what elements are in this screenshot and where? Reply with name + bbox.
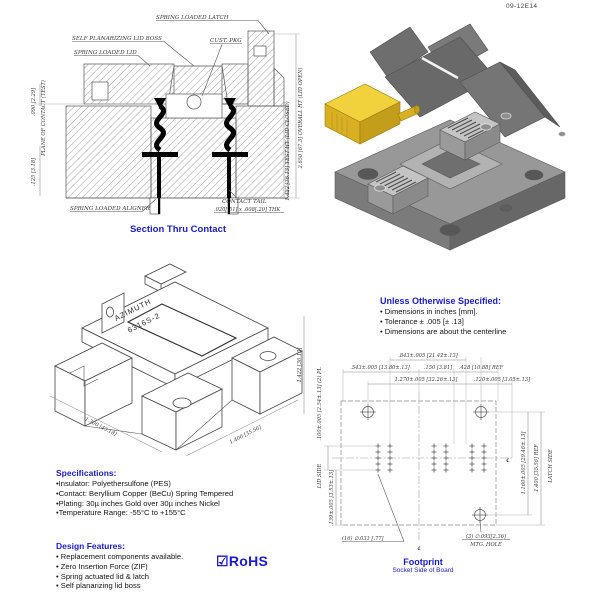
iso-dim-height: 1.422 [36.13] [297, 348, 303, 383]
dim-120: .120±.005 [3.05±.13] [474, 377, 530, 383]
specifications-title: Specifications: [56, 468, 117, 478]
iso-dim-right: 1.400 [35.56] [229, 425, 263, 446]
holes-3-label: (3) ∅.093[2.36] [466, 533, 506, 540]
section-view-drawing: .090 [2.29] PLANE OF CONTACT (TEST) .125… [31, 15, 304, 235]
dim-543: .543±.005 [13.80±.13] [350, 365, 410, 371]
footprint-caption-sub: Socket Side of Board [392, 567, 454, 574]
specifications-block: Specifications: •Insulator: Polyethersul… [56, 468, 233, 518]
contact-tail-dim: .020[.51] x .008[.20] THK [214, 207, 281, 213]
holes-16-label: (16) ∅.031 [.77] [342, 535, 384, 542]
notes-title: Unless Otherwise Specified: [380, 296, 502, 306]
dim-150: .150 [3.81] [424, 365, 452, 371]
spec-item: •Temperature Range: -55°C to +155°C [56, 508, 186, 518]
lid-side-label: LID SIDE [317, 464, 323, 490]
boss-label: SELF PLANARIZING LID BOSS [72, 36, 162, 42]
footprint-caption-title: Footprint [403, 557, 443, 567]
centerline-symbol: ℄ [506, 458, 510, 464]
dim-125-label: .125 [3.18] [31, 158, 37, 186]
section-body-hatched [65, 30, 289, 215]
device-package-yellow [324, 83, 420, 145]
dim-428: .428 [10.88] REF [459, 365, 504, 371]
centerline-symbol: ℄ [417, 546, 421, 552]
footprint-bottom-labels: (16) ∅.031 [.77] (3) ∅.093[2.36] MTG. HO… [342, 473, 510, 552]
feature-item: • Replacement components available. [56, 552, 184, 561]
dim-139: .139±.005 [3.53±.13] [329, 470, 335, 526]
lid-label: SPRING LOADED LID [74, 50, 137, 56]
footprint-left-dimensions: .100±.005 [2.54±.13] (2) PL LID SIDE .13… [316, 367, 376, 526]
contact-tail-label: CONTACT TAIL [222, 199, 267, 205]
doc-number: 09-12E14 [506, 3, 538, 10]
section-right-dimensions: 1.422 [36.13] TEST HT (LID CLOSED) 2.650… [274, 33, 304, 201]
mtg-hole-label: MTG. HOLE [469, 542, 502, 548]
iso-view-drawing: AZIMUTH 6316S-2 1.700 [43.18] 1.400 [35.… [50, 263, 305, 457]
footprint-top-dimensions: .843±.005 [21.42±.13] .543±.005 [13.80±.… [342, 353, 530, 458]
spec-item: •Contact: Beryllium Copper (BeCu) Spring… [56, 488, 234, 498]
design-features-title: Design Features: [56, 541, 125, 551]
note-item: • Dimensions in inches [mm]. [380, 307, 478, 316]
spec-item: •Plating: 30µ inches Gold over 30µ inche… [56, 498, 220, 508]
contact-hole-grid [375, 443, 487, 473]
design-features-block: Design Features: • Replacement component… [56, 541, 183, 591]
footprint-outline [340, 400, 497, 526]
dim-1400: 1.400 [35.56] REF [534, 444, 540, 492]
notes-block: Unless Otherwise Specified: • Dimensions… [380, 296, 506, 336]
test-ht-label: 1.422 [36.13] TEST HT (LID CLOSED) [284, 101, 291, 200]
latch-label: SPRING LOADED LATCH [156, 15, 229, 21]
footprint-right-dimensions: 1.160±.005 [29.46±.13] 1.400 [35.56] REF… [486, 411, 554, 526]
plane-of-contact-label: PLANE OF CONTACT (TEST) [40, 80, 47, 157]
dim-plane-label: .090 [2.29] [31, 88, 37, 116]
feature-item: • Zero Insertion Force (ZIF) [56, 561, 148, 571]
feature-item: • Spring actuated lid & latch [56, 571, 149, 581]
footprint-caption: Footprint Socket Side of Board [348, 557, 498, 574]
dim-1160: 1.160±.005 [29.46±.13] [521, 432, 527, 495]
note-item: • Tolerance ± .005 [± .13] [380, 316, 464, 326]
iso-socket-outline [54, 263, 303, 451]
spec-item: •Insulator: Polyethersulfone (PES) [56, 479, 171, 488]
section-callouts: SPRING LOADED LATCH SELF PLANARIZING LID… [70, 15, 284, 213]
footprint-drawing: .843±.005 [21.42±.13] .543±.005 [13.80±.… [316, 353, 554, 552]
dim-100: .100±.005 [2.54±.13] (2) PL [316, 367, 323, 441]
contact-strip-block [439, 111, 501, 161]
section-left-dimensions: .090 [2.29] PLANE OF CONTACT (TEST) .125… [31, 80, 156, 196]
aligner-label: SPRING LOADED ALIGNER [70, 206, 150, 212]
note-item: • Dimensions are about the centerline [380, 326, 507, 336]
contact-springs [142, 98, 248, 214]
latch-side-label: LATCH SIDE [548, 449, 554, 484]
mounting-holes [360, 404, 489, 523]
rohs-badge: ☑RoHS [216, 553, 269, 569]
dim-843: .843±.005 [21.42±.13] [398, 353, 458, 359]
cad-render-3d [324, 23, 566, 251]
cust-pkg-label: CUST. PKG [210, 38, 242, 44]
section-caption: Section Thru Contact [130, 224, 227, 235]
overall-ht-label: 2.650 [67.3] OVERALL HT (LID OPEN) [297, 68, 304, 170]
contact-strip-block [367, 165, 429, 215]
dim-1270: 1.270±.005 [32.26±.13] [395, 377, 458, 383]
socket-lid-open [369, 23, 566, 138]
feature-item: • Self planarizing lid boss [56, 581, 141, 591]
socket-base [334, 111, 566, 251]
